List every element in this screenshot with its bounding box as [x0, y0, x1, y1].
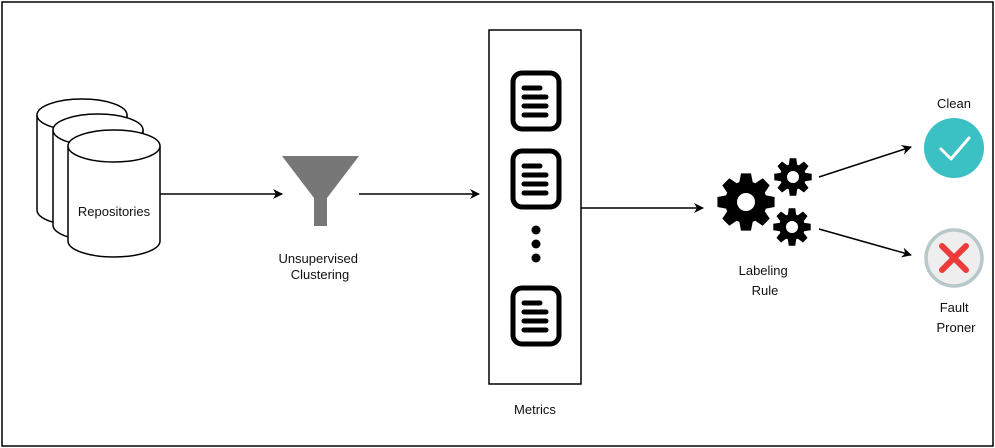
labeling-rule-label-line1: Labeling	[739, 263, 788, 278]
gear-small-top-icon	[774, 158, 812, 196]
gears-icon	[717, 158, 812, 246]
labeling-rule-label-line2: Rule	[752, 283, 779, 298]
gear-small-top-shape	[774, 158, 812, 196]
clustering-label-line1: Unsupervised	[278, 251, 358, 266]
document-icon	[513, 73, 559, 129]
clean-label: Clean	[937, 96, 971, 111]
gear-small-bottom-shape	[773, 208, 811, 246]
arrow-labeling-to-clean	[818, 145, 912, 178]
vertical-ellipsis-icon	[531, 225, 541, 263]
x-circle-icon	[924, 228, 984, 288]
database-stack-icon	[36, 98, 161, 258]
funnel-icon	[282, 156, 359, 226]
gear-small-bottom-icon	[773, 208, 811, 246]
document-icon	[513, 288, 559, 344]
gear-large-shape	[717, 173, 775, 231]
check-circle-icon	[924, 118, 984, 178]
labeling-rule-label: Labeling Rule	[739, 263, 792, 298]
arrow-labeling-to-fault	[818, 228, 912, 258]
fault-proner-label-line2: Proner	[936, 320, 976, 335]
document-icon	[513, 151, 559, 207]
clustering-label-line2: Clustering	[291, 267, 350, 282]
metrics-label: Metrics	[514, 402, 556, 417]
fault-proner-label-line1: Fault	[940, 300, 969, 315]
gear-large-icon	[717, 173, 775, 231]
clustering-label: Unsupervised Clustering	[278, 251, 361, 282]
repositories-label: Repositories	[78, 204, 151, 219]
fault-proner-label: Fault Proner	[936, 300, 976, 335]
